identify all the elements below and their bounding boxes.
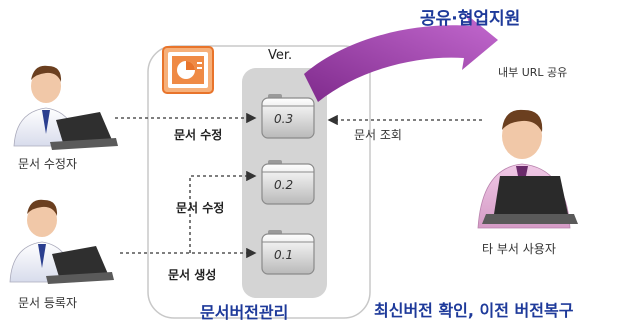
document-version-management-title: 문서버전관리 bbox=[200, 303, 289, 322]
url-label: URL bbox=[432, 58, 456, 72]
presentation-file-icon bbox=[162, 46, 214, 94]
doc-create-label: 문서 생성 bbox=[168, 268, 217, 282]
registrant-label: 문서 등록자 bbox=[18, 296, 78, 310]
editor-label: 문서 수정자 bbox=[18, 157, 78, 171]
registrant-person-icon bbox=[9, 199, 114, 284]
repository-outline bbox=[147, 45, 371, 319]
editor-person-icon bbox=[13, 65, 118, 150]
version-number: 0.1 bbox=[274, 248, 294, 262]
doc-edit-label: 문서 수정 bbox=[176, 201, 225, 215]
other-user-person-icon bbox=[477, 109, 578, 229]
mid-edit-arrow bbox=[189, 170, 257, 253]
page-title: 공유·협업지원 bbox=[420, 9, 521, 29]
other-user-label: 타 부서 사용자 bbox=[482, 242, 556, 256]
version-folder-icon bbox=[261, 160, 315, 205]
version-number: 0.3 bbox=[274, 112, 294, 126]
internal-url-share-label: 내부 URL 공유 bbox=[498, 66, 568, 79]
latest-version-restore-caption: 최신버전 확인, 이전 버전복구 bbox=[374, 301, 574, 320]
url-arrow bbox=[304, 14, 498, 102]
version-folder-icon bbox=[261, 94, 315, 139]
doc-view-label: 문서 조회 bbox=[354, 128, 402, 142]
doc-edit-label: 문서 수정 bbox=[174, 128, 223, 142]
version-number: 0.2 bbox=[274, 178, 294, 192]
version-folder-icon bbox=[261, 230, 315, 275]
version-header-label: Ver. bbox=[268, 48, 293, 63]
